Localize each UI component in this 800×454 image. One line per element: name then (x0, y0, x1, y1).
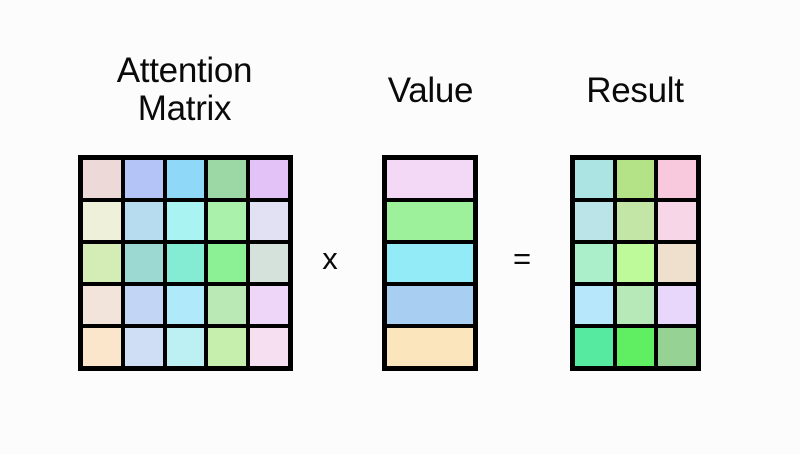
result-cell-r1-c3 (658, 160, 696, 198)
value-cell-r4-c1 (387, 286, 473, 324)
result-cell-r3-c2 (616, 244, 655, 282)
result-matrix-grid (570, 155, 701, 371)
attention-cell-r2-c4 (208, 202, 247, 240)
equals-operator: = (512, 241, 532, 276)
attention-cell-r3-c4 (208, 244, 247, 282)
attention-cell-r3-c1 (83, 244, 121, 282)
result-cell-r5-c3 (658, 328, 696, 366)
value-cell-r5-c1 (387, 328, 473, 366)
value-cell-r2-c1 (387, 202, 473, 240)
attention-cell-r3-c2 (124, 244, 163, 282)
attention-matrix-label: Attention Matrix (116, 51, 253, 128)
attention-cell-r5-c1 (83, 328, 121, 366)
attention-cell-r1-c1 (83, 160, 121, 198)
attention-cell-r3-c3 (166, 244, 205, 282)
result-cell-r4-c2 (616, 286, 655, 324)
attention-cell-r1-c3 (166, 160, 205, 198)
attention-cell-r4-c5 (250, 286, 288, 324)
result-cell-r5-c1 (575, 328, 613, 366)
value-matrix-grid (382, 155, 478, 371)
attention-cell-r4-c2 (124, 286, 163, 324)
attention-cell-r2-c3 (166, 202, 205, 240)
result-cell-r1-c1 (575, 160, 613, 198)
value-matrix-label: Value (387, 71, 474, 110)
attention-cell-r2-c5 (250, 202, 288, 240)
result-cell-r1-c2 (616, 160, 655, 198)
result-cell-r2-c3 (658, 202, 696, 240)
attention-cell-r1-c5 (250, 160, 288, 198)
result-cell-r2-c2 (616, 202, 655, 240)
result-cell-r3-c1 (575, 244, 613, 282)
value-cell-r3-c1 (387, 244, 473, 282)
attention-cell-r1-c4 (208, 160, 247, 198)
attention-cell-r5-c4 (208, 328, 247, 366)
result-matrix-label: Result (586, 71, 684, 110)
attention-cell-r5-c2 (124, 328, 163, 366)
result-cell-r5-c2 (616, 328, 655, 366)
attention-matrix-grid (78, 155, 293, 371)
result-cell-r2-c1 (575, 202, 613, 240)
result-cell-r3-c3 (658, 244, 696, 282)
attention-cell-r4-c4 (208, 286, 247, 324)
result-cell-r4-c3 (658, 286, 696, 324)
attention-cell-r4-c3 (166, 286, 205, 324)
attention-cell-r2-c2 (124, 202, 163, 240)
attention-cell-r1-c2 (124, 160, 163, 198)
attention-cell-r4-c1 (83, 286, 121, 324)
multiply-operator: x (322, 241, 338, 276)
attention-cell-r2-c1 (83, 202, 121, 240)
attention-cell-r5-c3 (166, 328, 205, 366)
attention-cell-r5-c5 (250, 328, 288, 366)
value-cell-r1-c1 (387, 160, 473, 198)
attention-cell-r3-c5 (250, 244, 288, 282)
result-cell-r4-c1 (575, 286, 613, 324)
